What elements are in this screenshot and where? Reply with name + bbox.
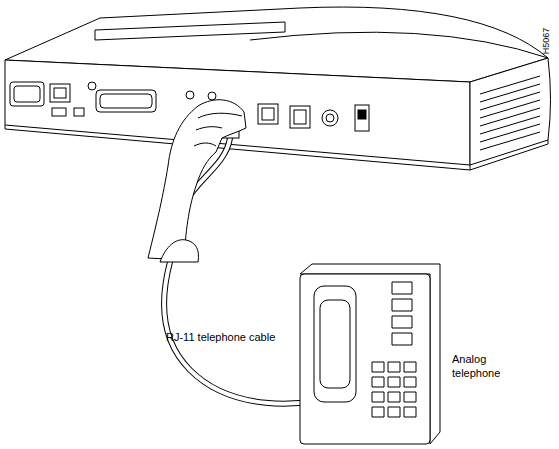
analog-telephone-part <box>392 333 412 345</box>
rear-ports-part <box>186 91 194 99</box>
router-chassis-part <box>470 140 548 170</box>
router-chassis-part <box>250 32 548 58</box>
analog-telephone-part <box>388 392 400 402</box>
cable-label: RJ-11 telephone cable <box>166 330 296 344</box>
hand-part <box>160 240 199 262</box>
rear-ports-part <box>74 108 84 116</box>
rear-ports-part <box>355 105 369 131</box>
rear-ports-part <box>10 82 44 106</box>
hand-part <box>198 113 242 118</box>
hand <box>148 100 246 262</box>
telephone-label: Analog telephone <box>452 352 518 380</box>
analog-telephone-part <box>404 407 416 417</box>
rear-ports-part <box>52 108 66 116</box>
rear-ports-part <box>96 90 156 112</box>
hand-part <box>196 127 222 130</box>
side-vents-part <box>480 76 540 94</box>
analog-telephone-part <box>388 377 400 387</box>
analog-telephone-part <box>300 264 440 444</box>
analog-telephone-part <box>314 286 356 402</box>
router-chassis-part <box>470 58 551 165</box>
figure-number: H5067 <box>539 19 553 63</box>
router-chassis <box>5 7 551 170</box>
analog-telephone-part <box>388 407 400 417</box>
rear-ports-part <box>322 110 338 126</box>
side-vents-part <box>480 132 540 150</box>
analog-telephone-part <box>404 392 416 402</box>
analog-telephone-part <box>320 300 350 388</box>
rear-ports-part <box>358 110 366 119</box>
analog-telephone-part <box>388 362 400 372</box>
rear-ports-part <box>88 82 96 90</box>
rear-ports-part <box>100 94 152 108</box>
router-chassis-part <box>95 22 285 40</box>
analog-telephone-part <box>404 377 416 387</box>
rear-ports-part <box>294 110 306 124</box>
analog-telephone-part <box>372 362 384 372</box>
rear-ports-part <box>208 92 216 100</box>
side-vents-part <box>480 100 540 118</box>
rear-ports-part <box>326 114 334 122</box>
analog-telephone-part <box>392 299 412 311</box>
rear-ports-part <box>290 106 310 128</box>
hand-part <box>194 143 216 146</box>
rear-ports-part <box>262 108 274 120</box>
analog-telephone-part <box>404 362 416 372</box>
side-vents-part <box>480 92 540 110</box>
analog-telephone-part <box>392 316 412 328</box>
side-vents-part <box>480 116 540 134</box>
side-vents <box>480 76 540 150</box>
side-vents-part <box>480 84 540 102</box>
analog-telephone-part <box>372 377 384 387</box>
rear-ports-part <box>258 104 278 124</box>
hand-part <box>148 100 246 260</box>
analog-telephone-part <box>372 392 384 402</box>
side-vents-part <box>480 108 540 126</box>
rear-ports-part <box>50 84 70 102</box>
analog-telephone <box>300 264 440 444</box>
analog-telephone-part <box>300 274 430 444</box>
analog-telephone-part <box>372 407 384 417</box>
side-vents-part <box>480 124 540 142</box>
analog-telephone-part <box>392 282 412 294</box>
rear-ports-part <box>54 88 66 98</box>
rear-ports-part <box>14 86 40 102</box>
